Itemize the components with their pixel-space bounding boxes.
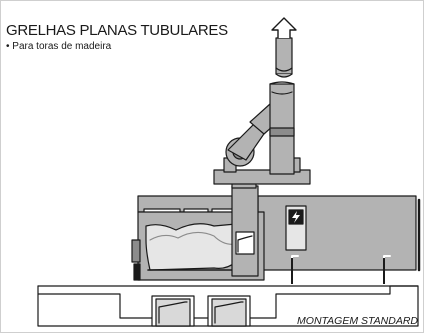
ash-pit-right <box>207 295 251 327</box>
diagram-subtitle: • Para toras de madeira <box>6 41 112 52</box>
cyclone-assembly <box>213 81 311 185</box>
boiler-body <box>255 195 421 284</box>
arrow-up-icon <box>271 17 297 39</box>
ash-pit-left <box>151 295 195 327</box>
diagram-caption: MONTAGEM STANDARD <box>297 315 418 327</box>
diagram-title: GRELHAS PLANAS TUBULARES <box>6 22 228 39</box>
furnace-housing <box>131 171 265 281</box>
chimney <box>275 37 293 78</box>
foundation <box>37 285 419 327</box>
